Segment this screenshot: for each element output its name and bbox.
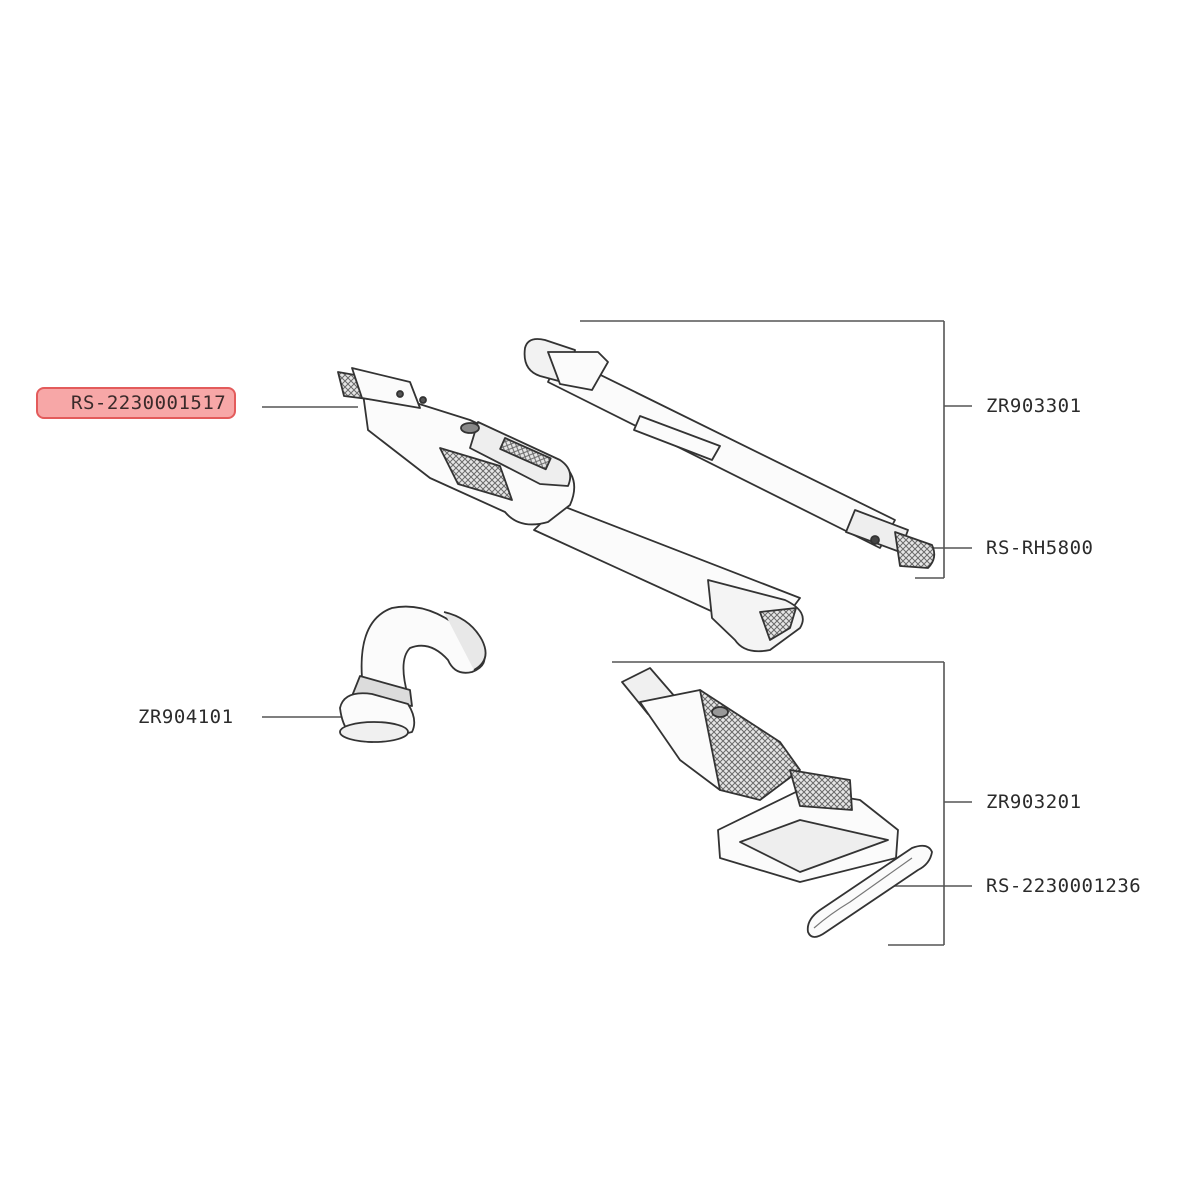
part-label-floor-nozzle[interactable]: ZR903201 bbox=[986, 791, 1082, 813]
elbow-part bbox=[339, 605, 487, 743]
telescopic-tube-part bbox=[523, 338, 936, 569]
part-label-telescopic-tube[interactable]: ZR903301 bbox=[986, 395, 1082, 417]
part-label-brush-roller[interactable]: RS-2230001236 bbox=[986, 875, 1142, 897]
part-label-tube-handle[interactable]: RS-2230001517 bbox=[36, 387, 237, 419]
floor-nozzle-part bbox=[621, 667, 899, 883]
brush-roller-part bbox=[806, 844, 933, 938]
tube-handle-part bbox=[337, 367, 804, 653]
part-label-elbow[interactable]: ZR904101 bbox=[138, 706, 234, 728]
part-label-tube-connector[interactable]: RS-RH5800 bbox=[986, 537, 1094, 559]
